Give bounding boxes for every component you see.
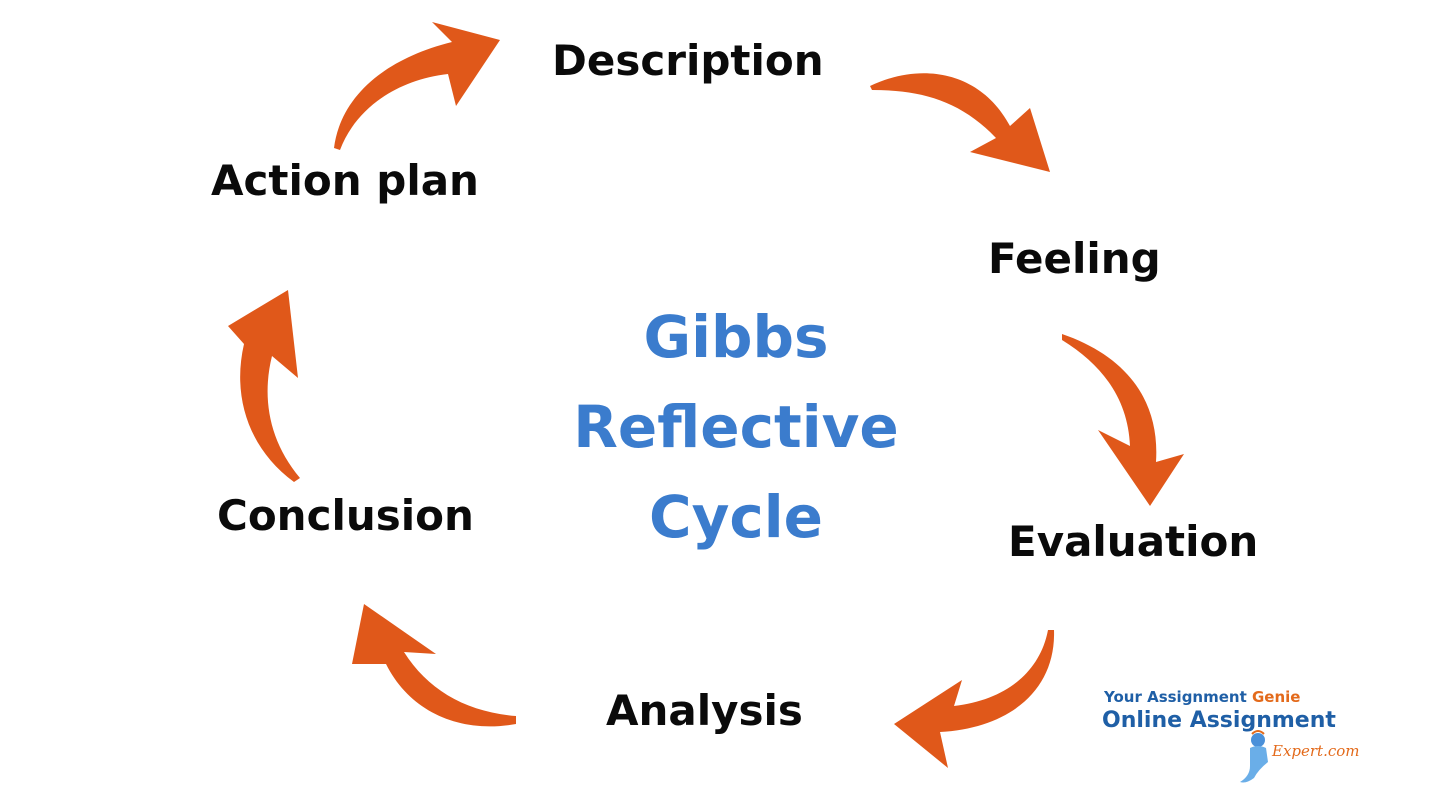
arrow-description-to-feeling <box>870 73 1050 172</box>
arrow-feeling-to-evaluation <box>1062 334 1184 506</box>
diagram-title: Gibbs Reflective Cycle <box>536 292 936 562</box>
step-description: Description <box>552 36 824 85</box>
arrow-action-to-description <box>334 22 500 150</box>
logo-tagline-part2: Genie <box>1252 688 1301 706</box>
logo-name: Online Assignment <box>1102 708 1336 733</box>
title-line-3: Cycle <box>649 483 823 551</box>
arrow-analysis-to-conclusion <box>352 604 516 727</box>
step-feeling: Feeling <box>988 234 1161 283</box>
arrow-evaluation-to-analysis <box>894 630 1055 768</box>
logo-tagline-part1: Your Assignment <box>1104 688 1252 706</box>
brand-logo: Your Assignment Genie Online Assignment … <box>1096 686 1386 790</box>
arrow-conclusion-to-action <box>228 290 300 482</box>
title-line-2: Reflective <box>573 393 899 461</box>
logo-tagline: Your Assignment Genie <box>1104 688 1300 706</box>
genie-icon <box>1240 730 1268 783</box>
logo-domain: Expert.com <box>1272 742 1360 760</box>
step-evaluation: Evaluation <box>1008 517 1259 566</box>
title-line-1: Gibbs <box>643 303 829 371</box>
step-conclusion: Conclusion <box>217 491 474 540</box>
step-analysis: Analysis <box>606 686 803 735</box>
step-action-plan: Action plan <box>211 156 479 205</box>
